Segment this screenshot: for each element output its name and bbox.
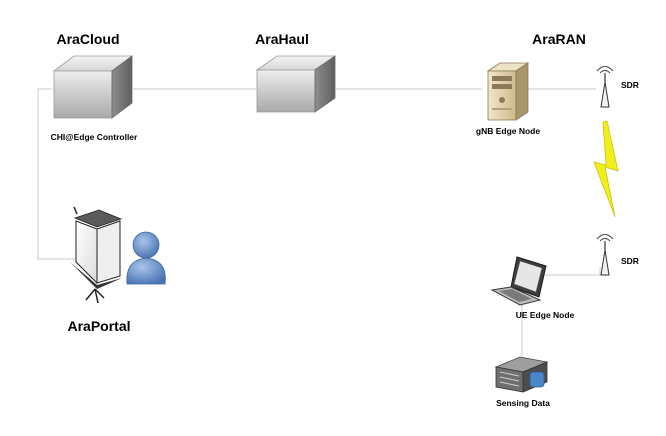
projector-screen-icon[interactable]	[70, 206, 123, 304]
connections	[37, 88, 601, 356]
label-gnb-edge-node: gNB Edge Node	[476, 126, 540, 136]
title-arahaul: AraHaul	[255, 31, 309, 47]
user-person-icon	[126, 231, 166, 285]
label-ue-edge-node: UE Edge Node	[516, 310, 575, 320]
link-ue-sdr-bottom	[545, 267, 601, 276]
title-araran: AraRAN	[532, 31, 586, 47]
sensing-storage-icon[interactable]	[494, 356, 549, 393]
gnb-server-icon[interactable]	[486, 62, 530, 121]
label-sdr-bottom: SDR	[621, 256, 639, 266]
label-sdr-top: SDR	[621, 80, 639, 90]
title-araportal: AraPortal	[67, 318, 130, 334]
ue-laptop-icon[interactable]	[490, 256, 547, 306]
haul-box[interactable]	[255, 55, 337, 113]
cloud-controller-box[interactable]	[52, 55, 134, 119]
wireless-lightning-icon	[593, 120, 619, 218]
label-chi-edge-controller: CHI@Edge Controller	[51, 132, 138, 142]
label-sensing-data: Sensing Data	[496, 398, 550, 408]
sdr-antenna-top-icon[interactable]	[596, 66, 614, 108]
link-cloud-portal	[37, 88, 78, 260]
title-aracloud: AraCloud	[57, 31, 120, 47]
sdr-antenna-bottom-icon[interactable]	[596, 234, 614, 276]
